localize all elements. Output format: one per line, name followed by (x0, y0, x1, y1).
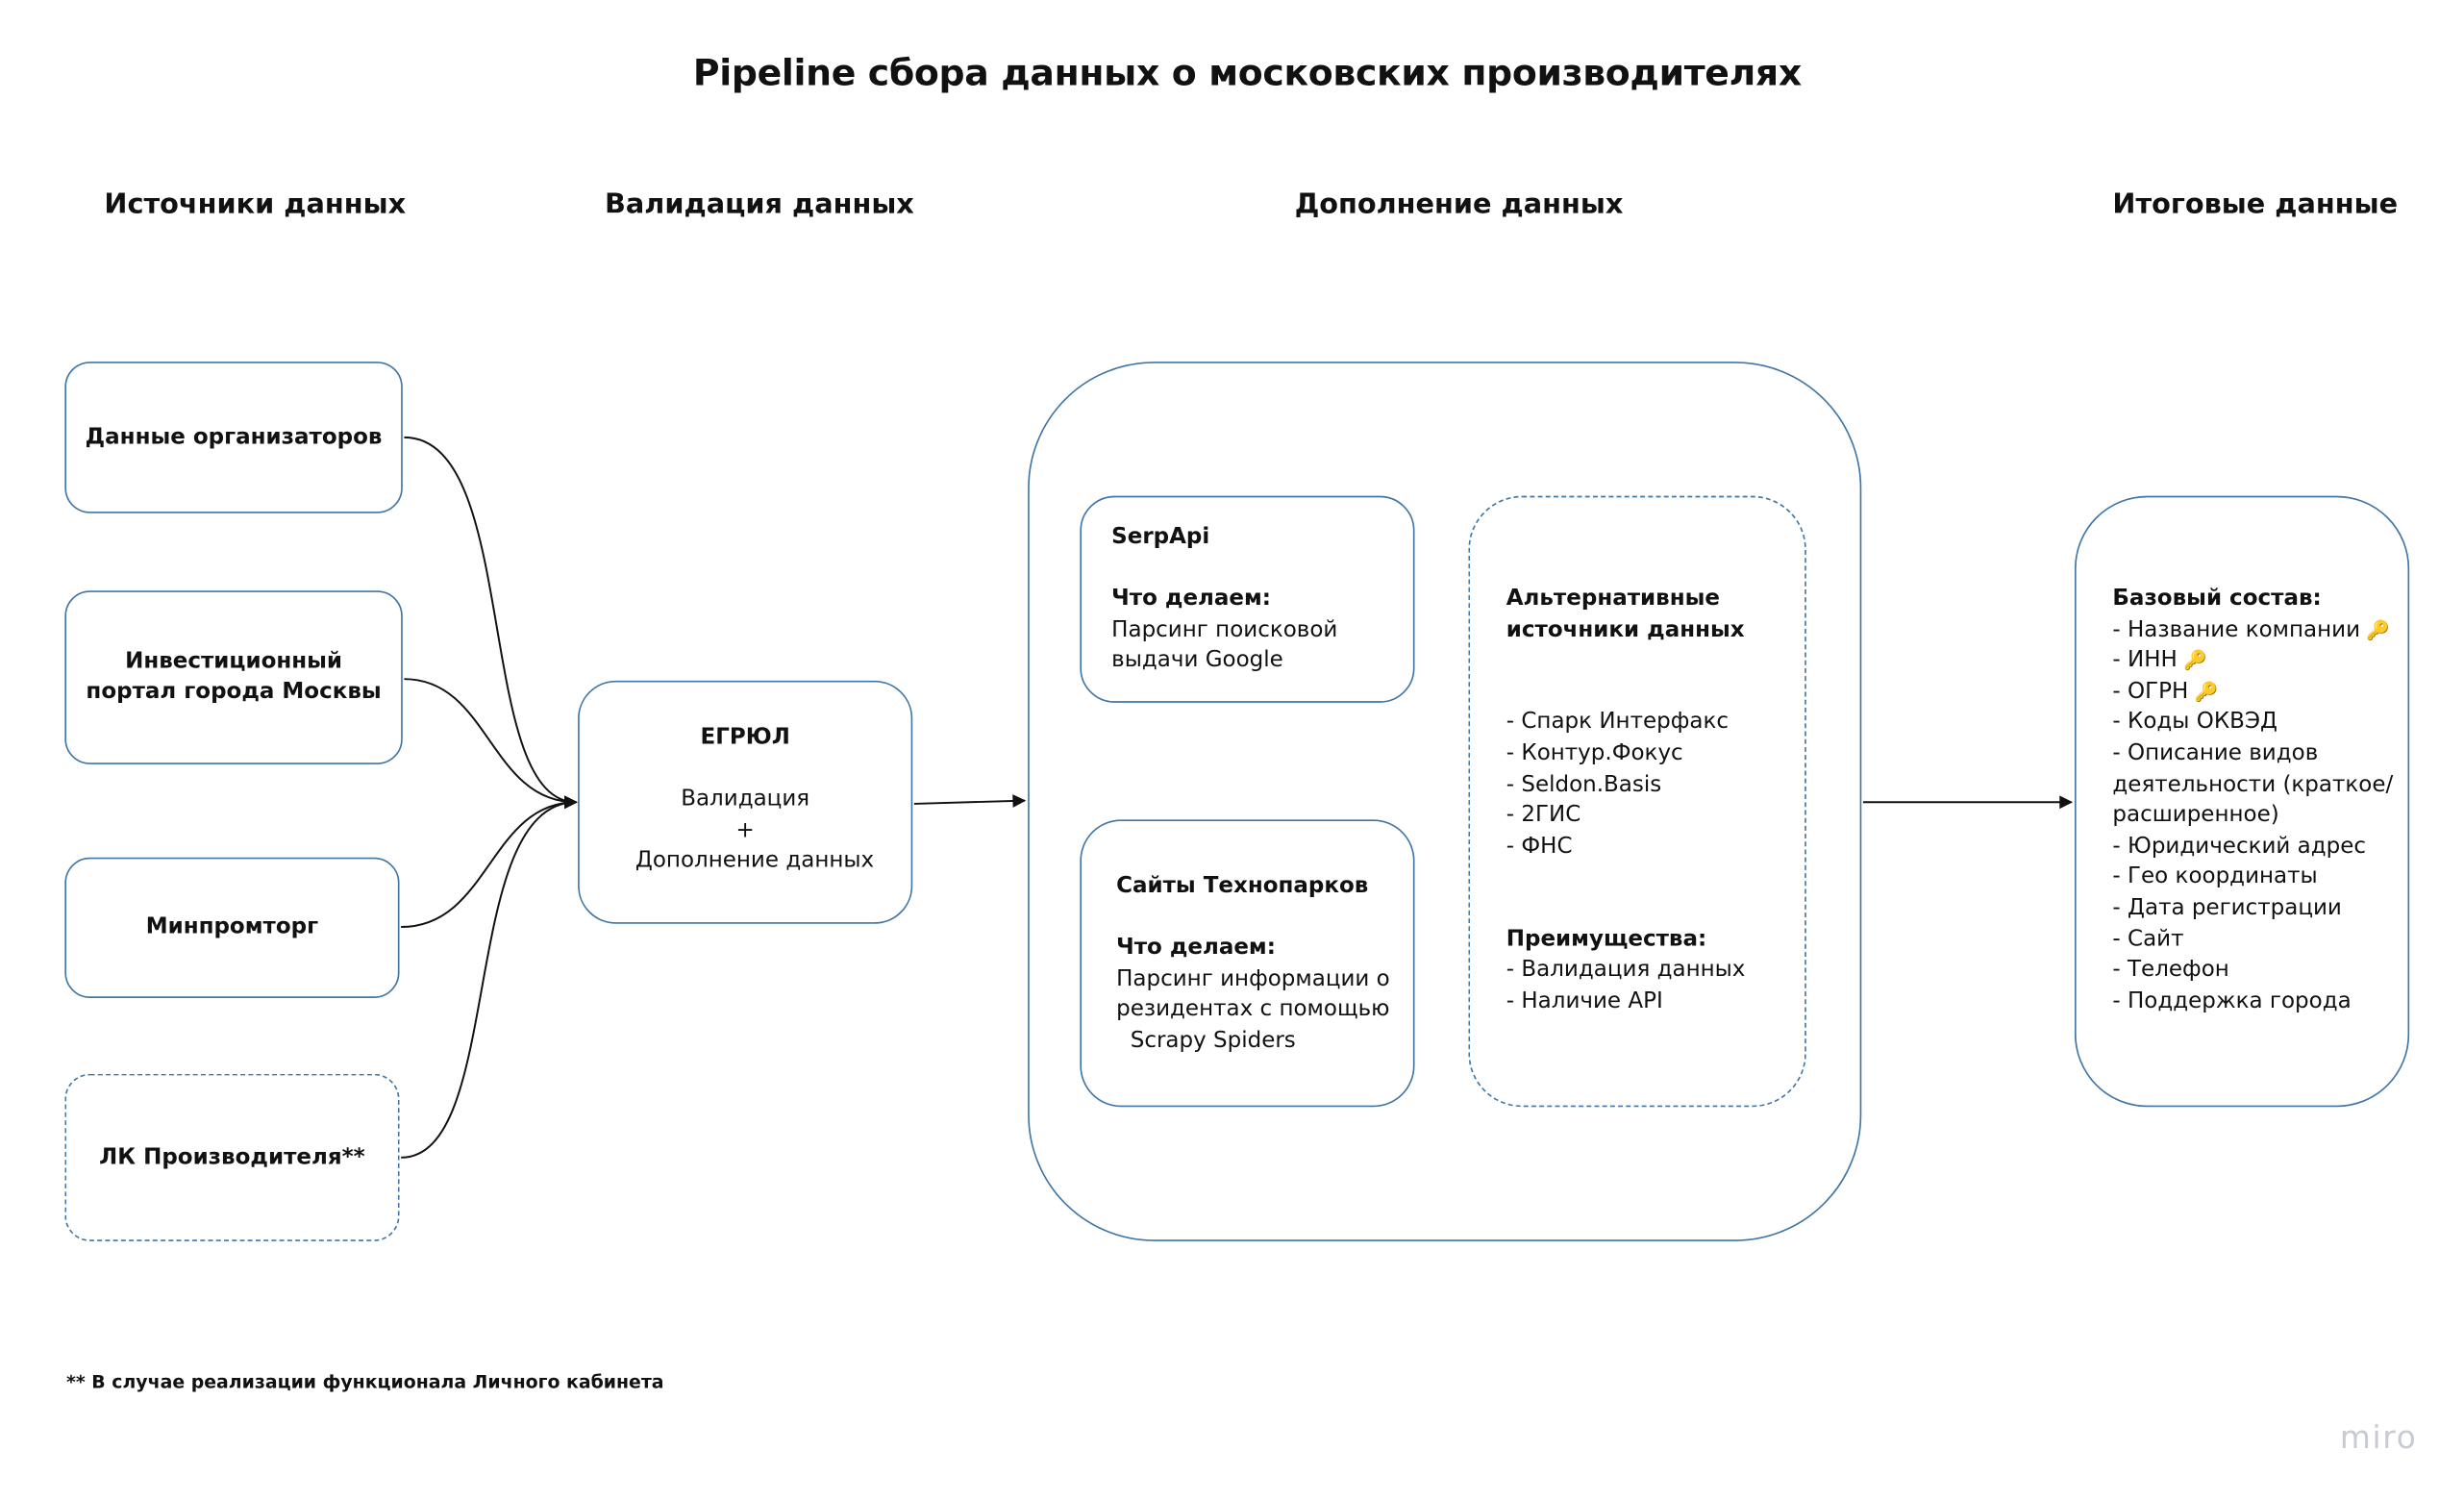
result-item: - Поддержка города (2112, 987, 2393, 1017)
serpapi-line: выдачи Google (1111, 647, 1283, 674)
connector-organizers-to-egrul (404, 436, 578, 810)
result-title: Базовый состав: (2112, 586, 2322, 612)
technoparks-line: резидентах с помощью (1116, 996, 1390, 1023)
technoparks-box[interactable]: Сайты Технопарков Что делаем: Парсинг ин… (1080, 819, 1415, 1108)
miro-watermark: miro (2339, 1417, 2418, 1457)
validation-line: Валидация (681, 787, 810, 812)
technoparks-what-label: Что делаем: (1116, 935, 1276, 961)
key-icon: 🔑 (2177, 649, 2207, 672)
result-item-text: расширенное) (2112, 802, 2279, 828)
result-item-text: - Название компании (2112, 616, 2361, 642)
result-item-text: - Сайт (2112, 926, 2184, 952)
source-box-producer-account[interactable]: ЛК Производителя** (64, 1073, 400, 1241)
connector-egrul-to-enrichment (913, 794, 1027, 808)
result-item: - Название компании 🔑 (2112, 615, 2393, 646)
column-heading-enrichment: Дополнение данных (1294, 189, 1624, 221)
serpapi-title: SerpApi (1111, 524, 1210, 550)
alt-source-item: - Seldon.Basis (1506, 771, 1662, 797)
alt-source-item: - Контур.Фокус (1506, 740, 1683, 766)
source-box-minpromtorg[interactable]: Минпромторг (64, 857, 400, 998)
result-item-text: - Юридический адрес (2112, 833, 2367, 860)
technoparks-title: Сайты Технопарков (1116, 873, 1369, 899)
alternative-sources-box[interactable]: Альтернативные источники данных - Спарк … (1468, 495, 1806, 1108)
result-item-text: - Дата регистрации (2112, 895, 2342, 921)
validation-box-egrul[interactable]: ЕГРЮЛ Валидация + Дополнение данных (578, 680, 913, 924)
serpapi-box[interactable]: SerpApi Что делаем: Парсинг поисковой вы… (1080, 495, 1415, 703)
diagram-title: Pipeline сбора данных о московских произ… (692, 53, 1802, 95)
result-item: - Коды ОКВЭД (2112, 708, 2393, 738)
key-icon: 🔑 (2360, 618, 2390, 641)
column-heading-sources: Источники данных (104, 189, 407, 221)
result-item: - Телефон (2112, 956, 2393, 987)
result-item: - Дата регистрации (2112, 893, 2393, 924)
source-box-organizers[interactable]: Данные организаторов (64, 362, 403, 513)
result-item-text: - ОГРН (2112, 678, 2189, 705)
serpapi-what-label: Что делаем: (1111, 586, 1272, 612)
key-icon: 🔑 (2188, 680, 2219, 703)
result-item: - ИНН 🔑 (2112, 646, 2393, 677)
advantages-label: Преимущества: (1506, 926, 1707, 952)
result-item: - ОГРН 🔑 (2112, 677, 2393, 708)
advantage-item: - Наличие API (1506, 988, 1663, 1013)
footnote: ** В случае реализации функционала Лично… (65, 1370, 664, 1393)
result-item: деятельности (краткое/ (2112, 770, 2393, 801)
connector-investportal-to-egrul (404, 678, 578, 810)
column-heading-validation: Валидация данных (605, 189, 914, 221)
result-item-text: - ИНН (2112, 647, 2178, 673)
source-label: Инвестиционный портал города Москвы (86, 648, 382, 705)
technoparks-line: Парсинг информации о (1116, 965, 1390, 992)
alt-source-item: - Спарк Интерфакс (1506, 710, 1729, 736)
result-item-text: - Коды ОКВЭД (2112, 710, 2277, 736)
serpapi-line: Парсинг поисковой (1111, 616, 1338, 643)
validation-line: + (735, 817, 755, 843)
alt-source-item: - ФНС (1506, 833, 1573, 860)
result-item: - Сайт (2112, 925, 2393, 956)
result-item-text: деятельности (краткое/ (2112, 771, 2394, 797)
source-label: Данные организаторов (85, 423, 383, 450)
source-box-investment-portal[interactable]: Инвестиционный портал города Москвы (64, 590, 403, 764)
advantage-item: - Валидация данных (1506, 957, 1746, 983)
alt-source-item: - 2ГИС (1506, 802, 1581, 828)
alt-title-line: источники данных (1506, 616, 1745, 642)
result-item: - Гео координаты (2112, 862, 2393, 893)
result-items: - Название компании 🔑- ИНН 🔑- ОГРН 🔑- Ко… (2112, 615, 2393, 1017)
result-item: расширенное) (2112, 801, 2393, 832)
technoparks-line: Scrapy Spiders (1116, 1028, 1296, 1054)
source-label: ЛК Производителя** (99, 1143, 365, 1170)
connector-lk-to-egrul (401, 795, 578, 1159)
alt-title-line: Альтернативные (1506, 586, 1720, 612)
result-item-text: - Описание видов (2112, 740, 2319, 766)
result-item: - Описание видов (2112, 739, 2393, 770)
result-item-text: - Гео координаты (2112, 863, 2318, 890)
validation-line: Дополнение данных (635, 848, 875, 874)
result-item-text: - Телефон (2112, 957, 2229, 983)
source-label: Минпромторг (145, 913, 319, 940)
result-item: - Юридический адрес (2112, 832, 2393, 862)
validation-title: ЕГРЮЛ (700, 724, 790, 751)
column-heading-result: Итоговые данные (2112, 189, 2399, 221)
result-item-text: - Поддержка города (2112, 988, 2352, 1013)
connector-minpromtorg-to-egrul (401, 795, 578, 929)
result-box[interactable]: Базовый состав: - Название компании 🔑- И… (2074, 495, 2410, 1108)
